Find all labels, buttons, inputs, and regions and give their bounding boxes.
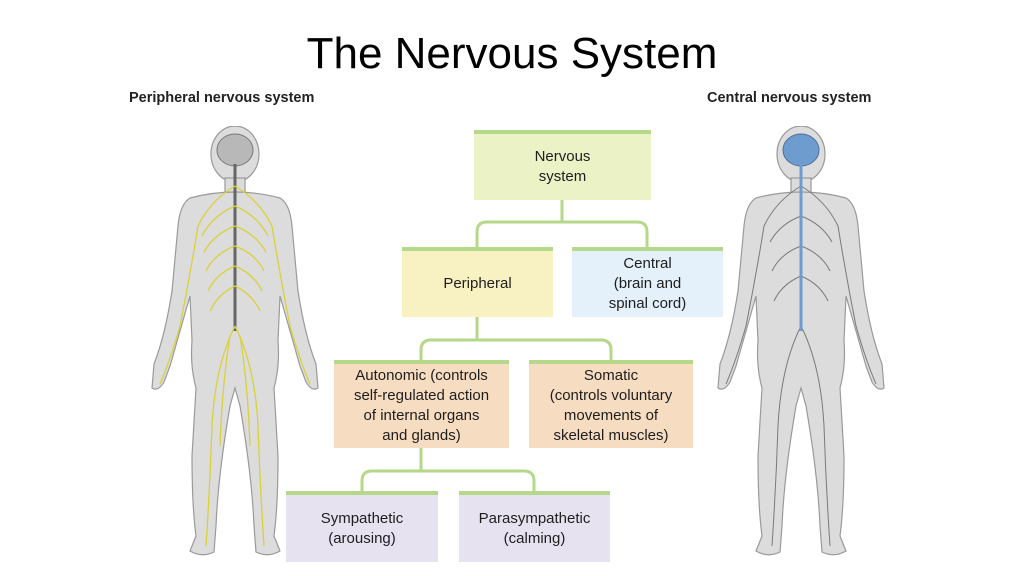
box-sympathetic: Sympathetic (arousing) <box>286 491 438 562</box>
box-peripheral-label: Peripheral <box>443 275 512 292</box>
box-nervous-system-label: Nervous system <box>534 148 591 185</box>
box-somatic-label: Somatic (controls voluntary movements of… <box>549 367 673 444</box>
central-nervous-system-figure <box>717 126 885 556</box>
connector-peripheral-children <box>419 315 613 362</box>
box-nervous-system: Nervous system <box>474 130 651 200</box>
peripheral-figure-caption: Peripheral nervous system <box>129 90 315 106</box>
box-central: Central (brain and spinal cord) <box>572 247 723 317</box>
box-autonomic-label: Autonomic (controls self-regulated actio… <box>353 367 490 444</box>
box-autonomic: Autonomic (controls self-regulated actio… <box>334 360 509 448</box>
box-peripheral: Peripheral <box>402 247 553 317</box>
connector-autonomic-children <box>360 446 536 493</box>
box-sympathetic-label: Sympathetic (arousing) <box>320 509 404 547</box>
connector-root-children <box>475 198 649 249</box>
central-figure-caption: Central nervous system <box>707 90 872 106</box>
peripheral-nervous-system-figure <box>151 126 319 556</box>
gray-nerves <box>725 185 877 547</box>
slide-title: The Nervous System <box>306 29 718 78</box>
box-parasympathetic: Parasympathetic (calming) <box>459 491 610 562</box>
box-central-label: Central (brain and spinal cord) <box>608 255 687 312</box>
peripheral-nerves <box>159 185 311 547</box>
box-somatic: Somatic (controls voluntary movements of… <box>529 360 693 448</box>
box-parasympathetic-label: Parasympathetic (calming) <box>478 509 591 547</box>
